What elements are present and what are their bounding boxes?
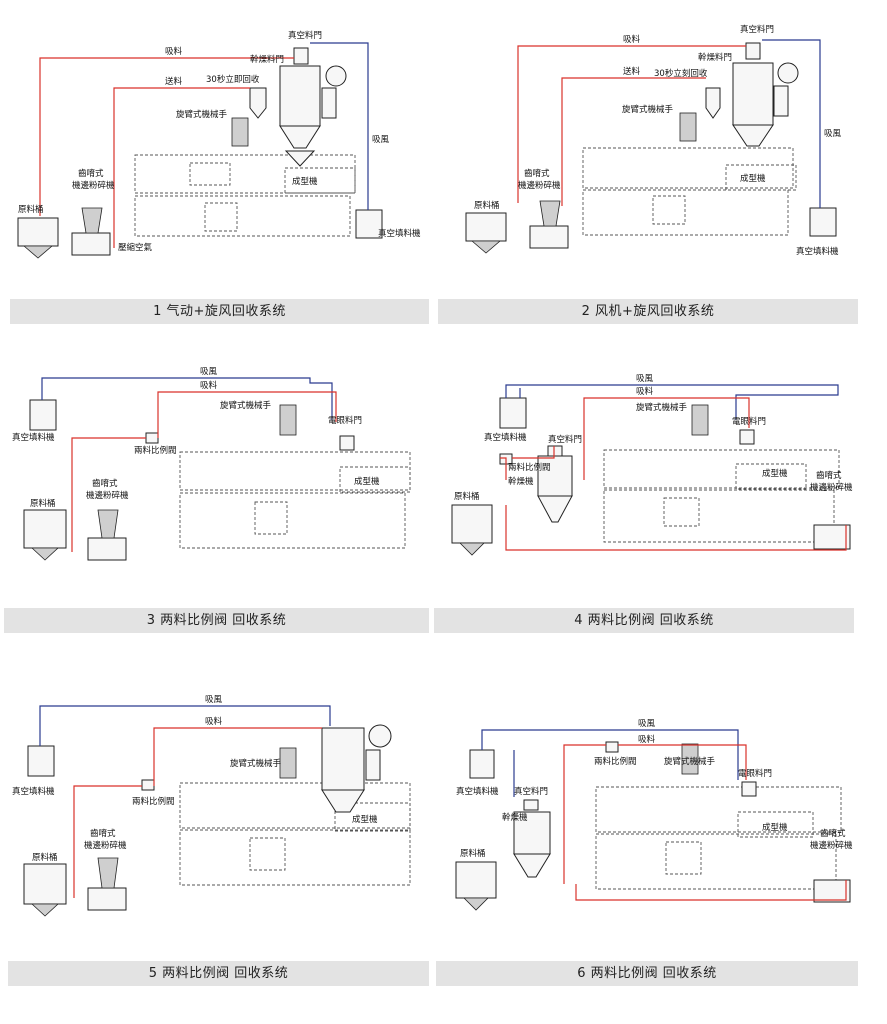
label-suction-material: 吸料 <box>623 34 641 45</box>
label-suction-air: 吸風 <box>638 719 656 729</box>
diagram-5-svg: 吸風 吸料 真空填料機 旋臂式機械手 兩料比例閥 齒唷式 機邊粉碎機 原料桶 成… <box>12 695 411 917</box>
label-robot: 旋臂式機械手 <box>230 758 282 769</box>
label-dryer-hopper: 幹燥料門 <box>250 54 284 65</box>
label-raw-bin: 原料桶 <box>460 848 486 859</box>
label-raw-bin: 原料桶 <box>474 200 500 211</box>
label-molding-machine: 成型機 <box>762 822 788 833</box>
label-proportional-valve: 兩料比例閥 <box>132 796 175 807</box>
label-recovery: 30秒立刻回收 <box>654 68 708 79</box>
label-feed-material: 送料 <box>165 76 183 87</box>
label-suction-material: 吸料 <box>638 734 656 745</box>
diagram-panel-2: 吸料 送料 真空料門 幹燥料門 30秒立刻回收 旋臂式機械手 原料桶 齒唷式 機… <box>448 18 868 268</box>
suction-line <box>39 57 294 216</box>
label-grinder-2: 機邊粉碎機 <box>86 490 129 501</box>
label-grinder-1: 齒唷式 <box>524 168 550 179</box>
label-robot: 旋臂式機械手 <box>664 756 716 767</box>
grinder <box>71 232 111 256</box>
label-feed-material: 送料 <box>623 66 641 77</box>
label-dryer: 幹燥機 <box>502 812 528 823</box>
label-raw-bin: 原料桶 <box>30 498 56 509</box>
label-vacuum-hopper: 真空料門 <box>740 24 774 35</box>
label-suction-material: 吸料 <box>636 386 654 397</box>
label-vacuum-loader: 真空填料機 <box>484 432 527 443</box>
label-dryer: 幹燥機 <box>508 476 534 487</box>
caption-panel-1: 1 气动+旋风回收系统 <box>10 299 429 324</box>
label-vacuum-loader: 真空填料機 <box>456 786 499 797</box>
raw-material-bin <box>17 217 59 247</box>
diagram-2-svg: 吸料 送料 真空料門 幹燥料門 30秒立刻回收 旋臂式機械手 原料桶 齒唷式 機… <box>465 24 842 257</box>
label-grinder-2: 機邊粉碎機 <box>810 840 853 851</box>
label-suction-air: 吸風 <box>200 367 218 377</box>
label-vacuum-hopper: 真空料門 <box>514 786 548 797</box>
caption-panel-3: 3 两料比例阀 回收系统 <box>4 608 429 633</box>
diagram-panel-6: 吸風 吸料 真空填料機 兩料比例閥 旋臂式機械手 電眼料門 真空料門 幹燥機 成… <box>446 712 861 922</box>
diagram-panel-1: 吸料 送料 真空料門 幹燥料門 30秒立即回收 旋臂式機械手 原料桶 齒唷式 機… <box>10 18 430 268</box>
label-suction-material: 吸料 <box>200 380 218 391</box>
label-grinder-2: 機邊粉碎機 <box>518 180 561 191</box>
label-grinder-1: 齒唷式 <box>92 478 118 489</box>
diagram-6-svg: 吸風 吸料 真空填料機 兩料比例閥 旋臂式機械手 電眼料門 真空料門 幹燥機 成… <box>455 719 853 911</box>
label-grinder-1: 齒唷式 <box>90 828 116 839</box>
label-vacuum-hopper: 真空料門 <box>548 434 582 445</box>
air-line <box>310 42 369 210</box>
label-proportional-valve: 兩料比例閥 <box>594 756 637 767</box>
diagram-panel-5: 吸風 吸料 真空填料機 旋臂式機械手 兩料比例閥 齒唷式 機邊粉碎機 原料桶 成… <box>10 688 430 928</box>
vacuum-loader <box>355 209 383 239</box>
label-vacuum-loader: 真空填料機 <box>378 228 421 239</box>
label-grinder-1: 齒唷式 <box>78 168 104 179</box>
label-grinder-2: 機邊粉碎機 <box>810 482 853 493</box>
label-molding-machine: 成型機 <box>354 476 380 487</box>
molding-machine-upper <box>134 154 356 194</box>
diagram-panel-4: 吸風 吸料 真空填料機 真空料門 旋臂式機械手 電眼料門 兩料比例閥 幹燥機 原… <box>444 360 864 590</box>
label-robot: 旋臂式機械手 <box>176 109 228 120</box>
label-vacuum-loader: 真空填料機 <box>12 432 55 443</box>
label-molding-machine: 成型機 <box>352 814 378 825</box>
label-robot: 旋臂式機械手 <box>622 104 674 115</box>
label-recovery: 30秒立即回收 <box>206 74 260 85</box>
dryer-hopper <box>279 65 321 127</box>
label-suction-air: 吸風 <box>372 135 390 145</box>
label-suction-material: 吸料 <box>205 716 223 727</box>
label-proportional-valve: 兩料比例閥 <box>134 445 177 456</box>
label-molding-machine: 成型機 <box>762 468 788 479</box>
diagram-1-svg: 吸料 送料 真空料門 幹燥料門 30秒立即回收 旋臂式機械手 原料桶 齒唷式 機… <box>17 30 421 259</box>
label-grinder-1: 齒唷式 <box>820 828 846 839</box>
label-grinder-2: 機邊粉碎機 <box>72 180 115 191</box>
caption-panel-2: 2 风机+旋风回收系统 <box>438 299 858 324</box>
diagram-panel-3: 吸風 吸料 真空填料機 旋臂式機械手 電眼料門 兩料比例閥 齒唷式 機邊粉碎機 … <box>10 360 430 590</box>
label-molding-machine: 成型機 <box>740 173 766 184</box>
label-electric-eye-hopper: 電眼料門 <box>328 415 362 426</box>
label-raw-bin: 原料桶 <box>18 204 44 215</box>
label-grinder-1: 齒唷式 <box>816 470 842 481</box>
label-proportional-valve: 兩料比例閥 <box>508 462 551 473</box>
label-electric-eye-hopper: 電眼料門 <box>732 416 766 427</box>
label-robot: 旋臂式機械手 <box>220 400 272 411</box>
label-robot: 旋臂式機械手 <box>636 402 688 413</box>
label-vacuum-loader: 真空填料機 <box>796 246 839 257</box>
feed-line <box>113 87 250 248</box>
label-molding-machine: 成型機 <box>292 176 318 187</box>
vacuum-hopper <box>293 47 309 65</box>
diagram-4-svg: 吸風 吸料 真空填料機 真空料門 旋臂式機械手 電眼料門 兩料比例閥 幹燥機 原… <box>451 374 853 556</box>
caption-panel-4: 4 两料比例阀 回收系统 <box>434 608 854 633</box>
label-vacuum-hopper: 真空料門 <box>288 30 322 41</box>
caption-panel-5: 5 两料比例阀 回收系统 <box>8 961 429 986</box>
label-raw-bin: 原料桶 <box>32 852 58 863</box>
label-suction-material: 吸料 <box>165 46 183 57</box>
cyclone <box>249 87 267 119</box>
molding-machine-base <box>134 195 351 237</box>
label-suction-air: 吸風 <box>205 695 223 705</box>
swing-arm-robot <box>231 117 249 147</box>
label-raw-bin: 原料桶 <box>454 491 480 502</box>
label-suction-air: 吸風 <box>636 374 654 384</box>
caption-panel-6: 6 两料比例阀 回收系统 <box>436 961 858 986</box>
label-compressed-air: 壓縮空氣 <box>118 242 153 253</box>
label-dryer-hopper: 幹燥料門 <box>698 52 732 63</box>
label-vacuum-loader: 真空填料機 <box>12 786 55 797</box>
diagram-3-svg: 吸風 吸料 真空填料機 旋臂式機械手 電眼料門 兩料比例閥 齒唷式 機邊粉碎機 … <box>12 367 411 561</box>
label-suction-air: 吸風 <box>824 129 842 139</box>
label-grinder-2: 機邊粉碎機 <box>84 840 127 851</box>
label-electric-eye-hopper: 電眼料門 <box>738 768 772 779</box>
